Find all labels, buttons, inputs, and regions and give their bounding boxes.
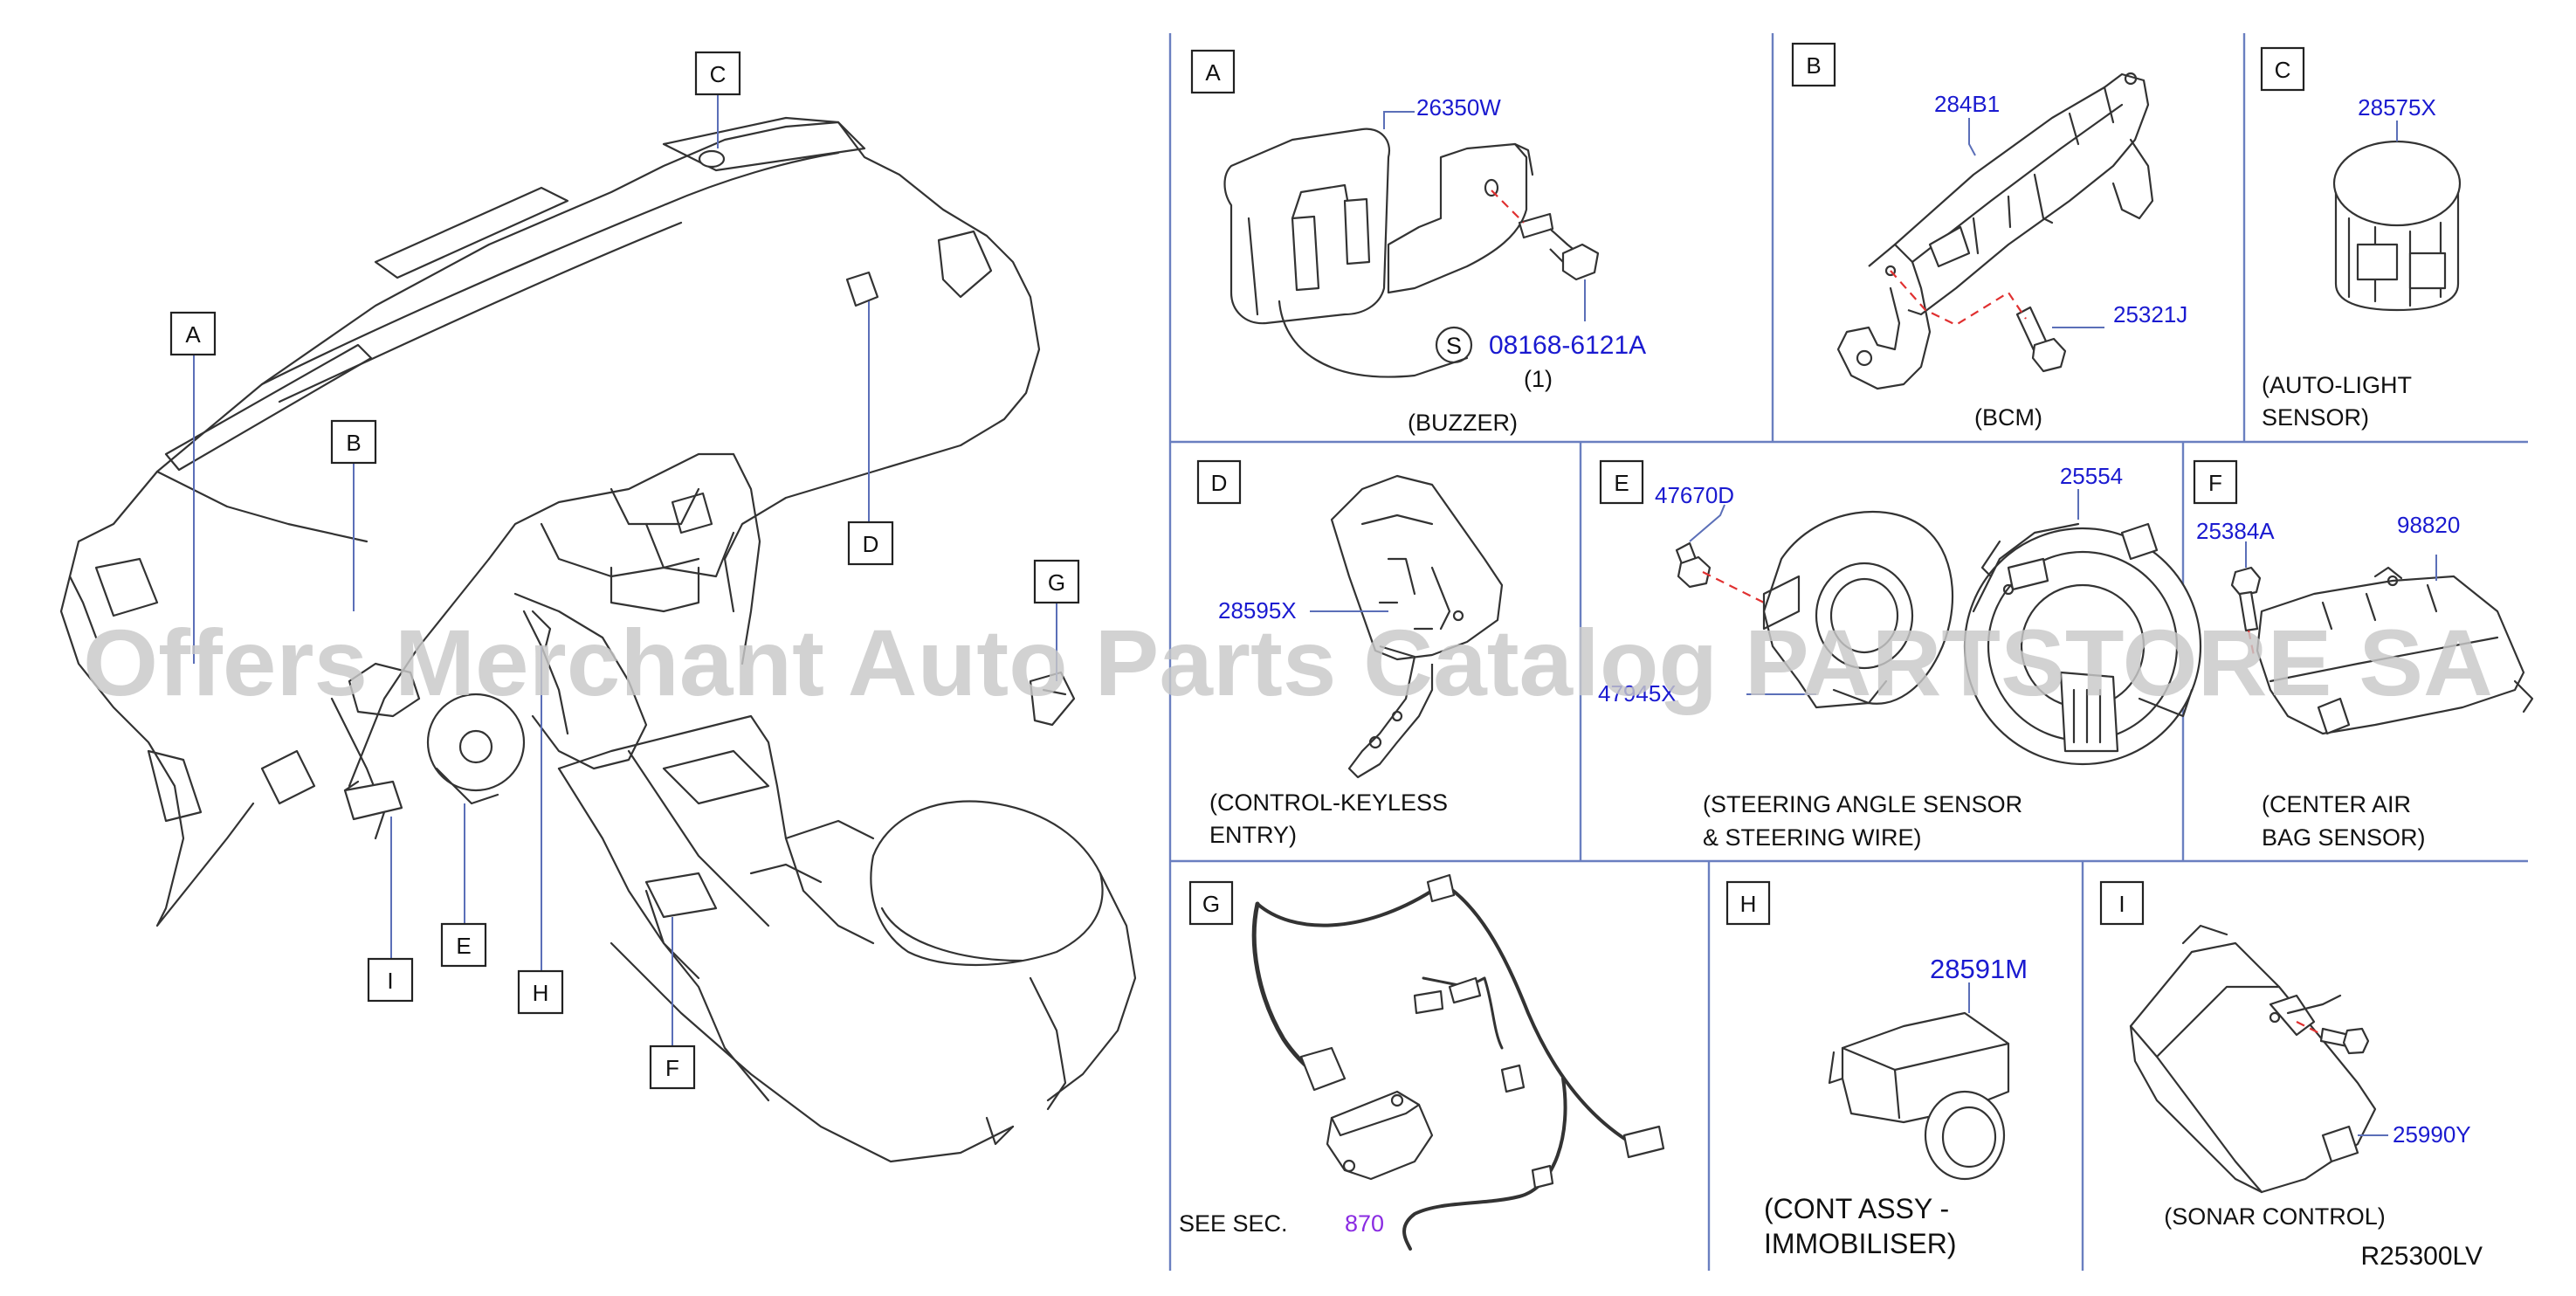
svg-text:28591M: 28591M [1930, 954, 2028, 984]
svg-text:(STEERING ANGLE SENSOR: (STEERING ANGLE SENSOR [1703, 791, 2022, 817]
svg-text:28595X: 28595X [1218, 597, 1297, 624]
panel-c-auto-light-sensor: C 28575X (AUTO-LIGHT SENSOR) [2260, 46, 2462, 431]
drawing-code: R25300LV [2360, 1242, 2483, 1271]
panel-d-keyless-entry: D 28595X (CONTROL-KEYLESS ENTRY) [1196, 459, 1504, 848]
overview-callout-d: D [847, 520, 894, 566]
svg-text:(AUTO-LIGHT: (AUTO-LIGHT [2262, 372, 2412, 398]
instrument-panel-overview: A B C D E F G H [59, 51, 1137, 1163]
overview-callout-b: B [330, 419, 377, 465]
svg-text:870: 870 [1345, 1210, 1384, 1237]
svg-text:SENSOR): SENSOR) [2262, 404, 2369, 431]
panel-i-sonar-control: I 25990Y (SONAR CONTROL) [2099, 880, 2471, 1230]
svg-text:(CONTROL-KEYLESS: (CONTROL-KEYLESS [1209, 789, 1448, 816]
panel-g-harness: G SEE SEC. 870 [1179, 873, 1665, 1251]
svg-text:IMMOBILISER): IMMOBILISER) [1764, 1228, 1956, 1259]
svg-text:A: A [185, 321, 201, 348]
svg-text:I: I [387, 968, 393, 994]
svg-text:ENTRY): ENTRY) [1209, 822, 1297, 848]
svg-text:C: C [710, 61, 727, 87]
svg-text:(CONT ASSY -: (CONT ASSY - [1764, 1193, 1949, 1224]
svg-text:E: E [456, 933, 471, 959]
svg-text:B: B [346, 430, 361, 456]
overview-callout-h: H [517, 969, 564, 1015]
overview-callout-e: E [440, 922, 487, 968]
svg-text:26350W: 26350W [1416, 94, 1501, 121]
overview-callout-g: G [1033, 559, 1080, 604]
svg-text:25384A: 25384A [2196, 518, 2275, 544]
svg-text:B: B [1806, 52, 1821, 79]
panel-b-bcm: B 284B1 25321J (BCM) [1791, 42, 2187, 431]
svg-text:284B1: 284B1 [1934, 91, 2000, 117]
svg-text:G: G [1048, 569, 1065, 596]
svg-text:H: H [533, 980, 549, 1006]
panel-e-steering-angle-sensor: E 47670D 25554 47945X (STEERING ANGLE SE… [1598, 459, 2202, 851]
overview-callout-c: C [694, 51, 741, 96]
watermark-text: Offers Merchant Auto Parts Catalog PARTS… [83, 610, 2493, 715]
svg-text:H: H [1740, 891, 1757, 917]
svg-text:C: C [2275, 57, 2291, 83]
overview-callout-a: A [169, 311, 217, 356]
svg-text:98820: 98820 [2397, 512, 2460, 538]
panel-f-center-airbag-sensor: F 25384A 98820 (CENTER AIR BAG SENSOR) [2193, 459, 2534, 851]
svg-text:E: E [1614, 470, 1629, 496]
svg-text:D: D [1211, 470, 1228, 496]
svg-text:D: D [863, 531, 879, 557]
svg-text:S: S [1446, 333, 1462, 359]
svg-text:(BUZZER): (BUZZER) [1408, 410, 1518, 436]
svg-text:25990Y: 25990Y [2393, 1121, 2471, 1148]
svg-text:(BCM): (BCM) [1974, 404, 2042, 431]
svg-text:A: A [1205, 59, 1221, 86]
svg-text:47945X: 47945X [1598, 680, 1677, 707]
overview-callout-i: I [367, 957, 414, 1003]
svg-text:& STEERING WIRE): & STEERING WIRE) [1703, 824, 1922, 851]
svg-text:25321J: 25321J [2113, 301, 2187, 327]
svg-text:I: I [2118, 891, 2125, 917]
svg-text:G: G [1202, 891, 1220, 917]
svg-text:28575X: 28575X [2358, 94, 2436, 121]
svg-text:SEE SEC.: SEE SEC. [1179, 1210, 1288, 1237]
svg-text:F: F [665, 1055, 679, 1081]
svg-text:BAG SENSOR): BAG SENSOR) [2262, 824, 2426, 851]
svg-text:25554: 25554 [2060, 463, 2123, 489]
svg-text:F: F [2208, 470, 2222, 496]
svg-text:(SONAR CONTROL): (SONAR CONTROL) [2164, 1203, 2386, 1230]
svg-text:(CENTER AIR: (CENTER AIR [2262, 791, 2411, 817]
svg-text:47670D: 47670D [1655, 482, 1734, 508]
panel-a-buzzer: A 26350W S 08168-6121A (1) (BUZZER) [1190, 49, 1646, 436]
detail-grid [1168, 33, 2528, 1271]
svg-text:08168-6121A: 08168-6121A [1489, 331, 1646, 360]
overview-callout-f: F [649, 1044, 696, 1090]
svg-text:(1): (1) [1524, 366, 1553, 392]
panel-h-immobiliser: H 28591M (CONT ASSY - IMMOBILISER) [1725, 880, 2028, 1259]
